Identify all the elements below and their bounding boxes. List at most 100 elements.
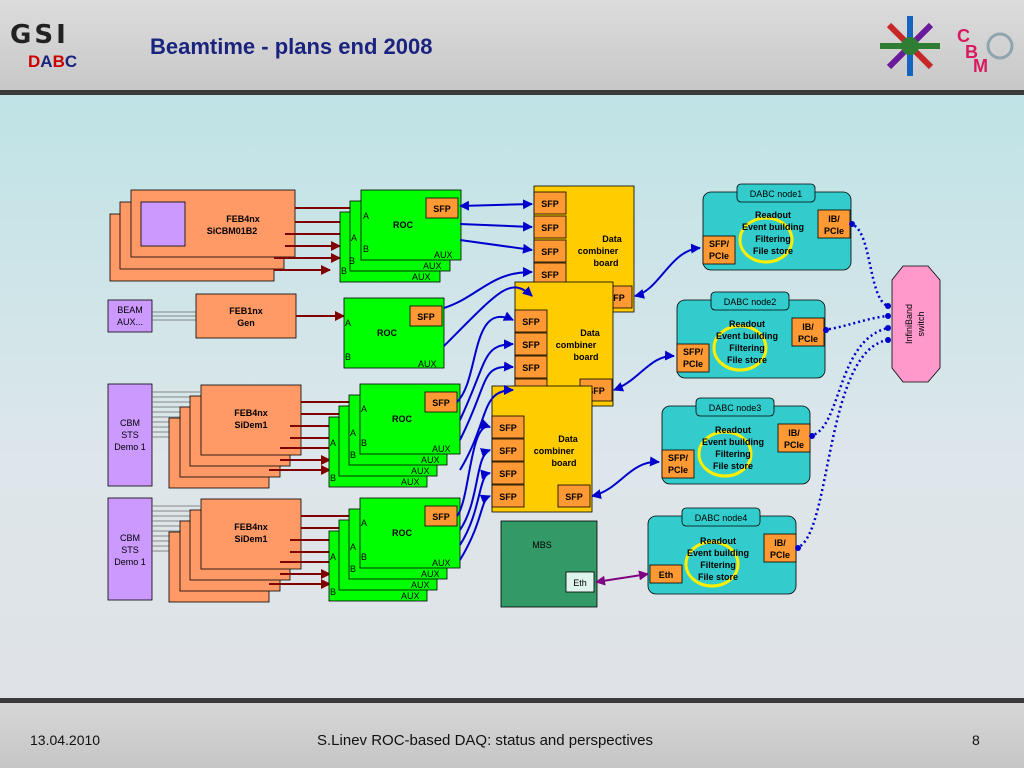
beam-aux: BEAM AUX...	[107, 299, 196, 333]
svg-text:PCIe: PCIe	[709, 251, 729, 261]
svg-text:A: A	[330, 552, 336, 562]
detector-icon	[986, 32, 1014, 60]
svg-text:SFP: SFP	[433, 204, 451, 214]
svg-text:CBM: CBM	[120, 533, 140, 543]
svg-text:SFP: SFP	[565, 492, 583, 502]
svg-text:SFP: SFP	[432, 512, 450, 522]
svg-text:Filtering: Filtering	[700, 560, 736, 570]
svg-text:AUX: AUX	[412, 272, 431, 282]
svg-text:SiCBM01B2: SiCBM01B2	[207, 226, 258, 236]
svg-text:Readout: Readout	[755, 210, 791, 220]
svg-text:SFP/: SFP/	[683, 347, 704, 357]
svg-text:Event building: Event building	[716, 331, 778, 341]
svg-text:AUX: AUX	[401, 591, 420, 601]
svg-text:combiner: combiner	[534, 446, 575, 456]
svg-text:SFP: SFP	[522, 317, 540, 327]
svg-text:STS: STS	[121, 430, 139, 440]
svg-text:InfiniBand: InfiniBand	[904, 304, 914, 344]
feb-sidem-stack-2: FEB4nx SiDem1	[168, 498, 302, 603]
svg-text:PCIe: PCIe	[798, 334, 818, 344]
svg-text:Data: Data	[580, 328, 601, 338]
svg-text:Filtering: Filtering	[729, 343, 765, 353]
svg-text:combiner: combiner	[578, 246, 619, 256]
svg-text:SFP: SFP	[541, 199, 559, 209]
svg-text:B: B	[330, 473, 336, 483]
footer-center: S.Linev ROC-based DAQ: status and perspe…	[317, 732, 653, 749]
svg-text:SFP: SFP	[541, 247, 559, 257]
svg-text:Eth: Eth	[659, 570, 674, 580]
svg-text:SFP: SFP	[522, 340, 540, 350]
svg-text:AUX: AUX	[421, 569, 440, 579]
feb-sicbm-stack: FEB4nx SiCBM01B2	[109, 189, 296, 282]
svg-text:CBM: CBM	[120, 418, 140, 428]
svg-text:Data: Data	[602, 234, 623, 244]
svg-text:Readout: Readout	[700, 536, 736, 546]
svg-text:A: A	[350, 542, 356, 552]
footer-bar: 13.04.2010 S.Linev ROC-based DAQ: status…	[0, 703, 1024, 768]
dabc-node-2: DABC node2 Readout Event building Filter…	[676, 291, 826, 379]
svg-text:PCIe: PCIe	[668, 465, 688, 475]
svg-text:AUX...: AUX...	[117, 317, 143, 327]
header-bar	[0, 0, 1024, 90]
svg-text:SFP: SFP	[432, 398, 450, 408]
svg-text:Filtering: Filtering	[755, 234, 791, 244]
cbm-sts-demo-2: CBM STS Demo 1	[107, 497, 200, 601]
svg-text:B: B	[361, 552, 367, 562]
chip-icon	[140, 201, 186, 247]
svg-text:File store: File store	[698, 572, 738, 582]
svg-text:Readout: Readout	[715, 425, 751, 435]
svg-text:B: B	[965, 42, 978, 62]
svg-text:A: A	[361, 518, 367, 528]
svg-text:A: A	[330, 438, 336, 448]
svg-text:B: B	[345, 352, 351, 362]
svg-text:SiDem1: SiDem1	[234, 534, 267, 544]
infiniband-switch: InfiniBand switch	[891, 265, 941, 383]
svg-text:B: B	[349, 256, 355, 266]
roc-stack-1: ROC A B A B B AUX AUX AUX SFP	[339, 189, 462, 283]
svg-text:AUX: AUX	[434, 250, 453, 260]
svg-text:B: B	[341, 266, 347, 276]
svg-text:AUX: AUX	[421, 455, 440, 465]
svg-text:board: board	[593, 258, 618, 268]
svg-text:DABC node1: DABC node1	[750, 189, 803, 199]
svg-text:DABC node4: DABC node4	[695, 513, 748, 523]
svg-text:SFP: SFP	[522, 363, 540, 373]
header-rule	[0, 90, 1024, 95]
dabc-node-3: DABC node3 Readout Event building Filter…	[661, 397, 811, 485]
svg-text:Demo 1: Demo 1	[114, 442, 146, 452]
svg-text:A: A	[350, 428, 356, 438]
svg-text:A: A	[351, 233, 357, 243]
svg-text:B: B	[363, 244, 369, 254]
svg-text:ROC: ROC	[377, 328, 398, 338]
data-combiner-board-3: Data combiner board SFP SFP SFP SFP SFP	[491, 385, 593, 513]
svg-text:FEB4nx: FEB4nx	[226, 214, 260, 224]
svg-text:Filtering: Filtering	[715, 449, 751, 459]
svg-text:Event building: Event building	[702, 437, 764, 447]
svg-text:SFP: SFP	[499, 446, 517, 456]
svg-text:FEB1nx: FEB1nx	[229, 306, 263, 316]
svg-text:IB/: IB/	[774, 538, 786, 548]
svg-text:board: board	[551, 458, 576, 468]
footer-rule	[0, 698, 1024, 703]
svg-text:Event building: Event building	[687, 548, 749, 558]
svg-text:AUX: AUX	[411, 466, 430, 476]
page-title: Beamtime - plans end 2008	[150, 34, 433, 59]
svg-text:A: A	[345, 318, 351, 328]
svg-text:File store: File store	[753, 246, 793, 256]
page-number: 8	[972, 732, 980, 748]
svg-text:SFP: SFP	[587, 386, 605, 396]
mbs-box: MBS Eth	[500, 520, 598, 608]
svg-text:SFP: SFP	[417, 312, 435, 322]
svg-text:SFP: SFP	[607, 293, 625, 303]
dabc-logo: DABC	[28, 52, 78, 71]
gsi-logo: GSI	[10, 20, 69, 50]
svg-text:AUX: AUX	[432, 444, 451, 454]
cbm-sts-demo-1: CBM STS Demo 1	[107, 383, 200, 487]
roc-stack-2: ROC A B A B A B AUX AUX AUX AUX SFP	[328, 383, 461, 488]
svg-text:A: A	[363, 211, 369, 221]
svg-text:SFP: SFP	[499, 423, 517, 433]
svg-text:DABC node3: DABC node3	[709, 403, 762, 413]
svg-text:switch: switch	[916, 311, 926, 336]
svg-text:PCIe: PCIe	[784, 440, 804, 450]
